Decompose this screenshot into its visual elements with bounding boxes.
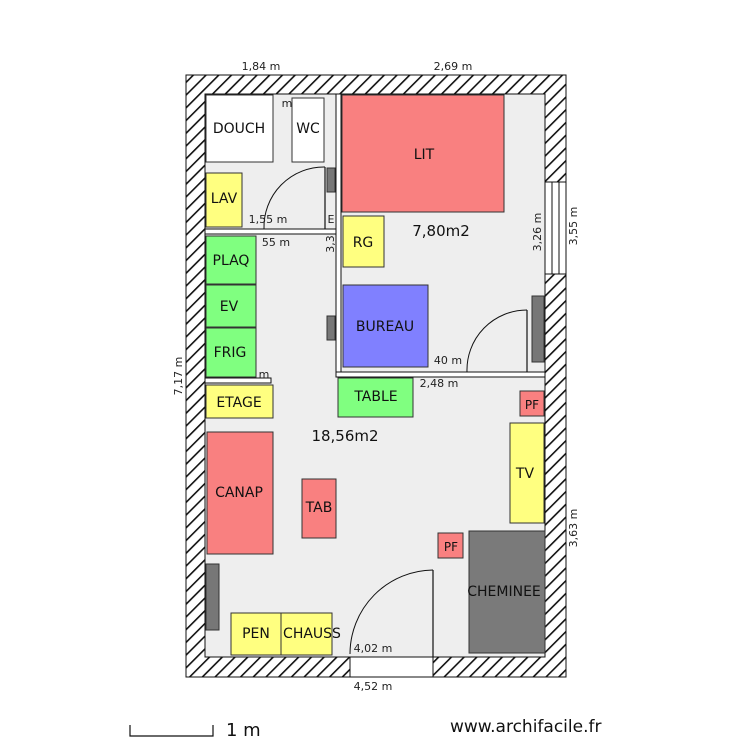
dim-bedroom-height: 3,26 m — [531, 213, 544, 252]
label-bureau: BUREAU — [356, 319, 414, 335]
dim-wc-top: m — [282, 97, 293, 110]
furniture-canap — [206, 431, 274, 555]
furniture-douche — [205, 94, 274, 163]
room-areas: 7,80m2 18,56m2 — [311, 222, 469, 445]
label-cheminee: CHEMINEE — [467, 584, 541, 600]
furniture-table — [337, 377, 414, 418]
dim-top-right: 2,69 m — [434, 60, 473, 73]
furniture-pf-2 — [437, 532, 464, 559]
furniture-labels: DOUCH WC LAV LIT RG PLAQ EV FRIG BUREAU … — [211, 121, 541, 642]
scale-bar: 1 m — [129, 720, 261, 741]
dim-bath-small: 55 m — [262, 236, 290, 249]
label-pen: PEN — [242, 626, 270, 642]
furniture-tab — [301, 478, 337, 539]
label-lav: LAV — [211, 191, 238, 207]
dim-door-bottom: 4,02 m — [354, 642, 393, 655]
label-pf-1: PF — [525, 398, 539, 412]
window-right — [544, 181, 567, 275]
entrance-door — [349, 569, 434, 678]
furniture-wc — [291, 97, 325, 163]
label-rg: RG — [353, 235, 374, 251]
scale-label: 1 m — [226, 720, 261, 741]
furniture-ev — [205, 284, 257, 328]
furniture — [205, 94, 546, 656]
furniture-lav — [205, 172, 243, 228]
label-tv: TV — [515, 466, 535, 482]
furniture-plaq — [205, 235, 257, 285]
interior-partitions — [204, 93, 546, 384]
furniture-tv — [509, 422, 545, 524]
dim-kitchen-m: m — [259, 368, 270, 381]
label-lit: LIT — [414, 147, 435, 163]
label-frig: FRIG — [214, 345, 247, 361]
dim-partition-b: E — [328, 213, 335, 226]
dim-bath-width: 1,55 m — [249, 213, 288, 226]
furniture-pf-1 — [519, 390, 545, 417]
furniture-lit — [341, 94, 505, 213]
label-wc: WC — [296, 121, 320, 137]
furniture-chauss — [280, 612, 333, 656]
furniture-bureau — [342, 284, 429, 368]
furniture-cheminee — [468, 530, 546, 654]
label-pf-2: PF — [444, 540, 458, 554]
label-tab: TAB — [305, 500, 333, 516]
dimension-labels: 1,84 m 2,69 m m 1,55 m E 55 m m 40 m 2,4… — [172, 60, 580, 693]
dim-right-lower: 3,63 m — [567, 509, 580, 548]
website-watermark: www.archifacile.fr — [450, 717, 601, 737]
furniture-frig — [205, 327, 257, 378]
bedroom-door — [466, 309, 528, 373]
living-area: 18,56m2 — [311, 427, 378, 445]
dim-partition-a: 3,3 — [324, 235, 337, 253]
dim-bottom: 4,52 m — [354, 680, 393, 693]
label-douche: DOUCH — [213, 121, 265, 137]
dim-top-left: 1,84 m — [242, 60, 281, 73]
bedroom-area: 7,80m2 — [412, 222, 470, 240]
furniture-pen — [230, 612, 282, 656]
label-ev: EV — [220, 299, 239, 315]
dim-left-wall: 7,17 m — [172, 357, 185, 396]
label-chauss: CHAUSS — [283, 626, 341, 642]
label-canap: CANAP — [215, 485, 263, 501]
label-table: TABLE — [353, 389, 397, 405]
dim-bedroom-width: 2,48 m — [420, 377, 459, 390]
dim-right-upper: 3,55 m — [567, 207, 580, 246]
furniture-rg — [342, 215, 385, 268]
label-plaq: PLAQ — [213, 253, 250, 269]
bathroom-door — [263, 166, 326, 230]
furniture-etage — [205, 384, 274, 419]
radiators — [205, 167, 545, 631]
dim-bedroom-door: 40 m — [434, 354, 462, 367]
label-etage: ETAGE — [216, 395, 261, 411]
